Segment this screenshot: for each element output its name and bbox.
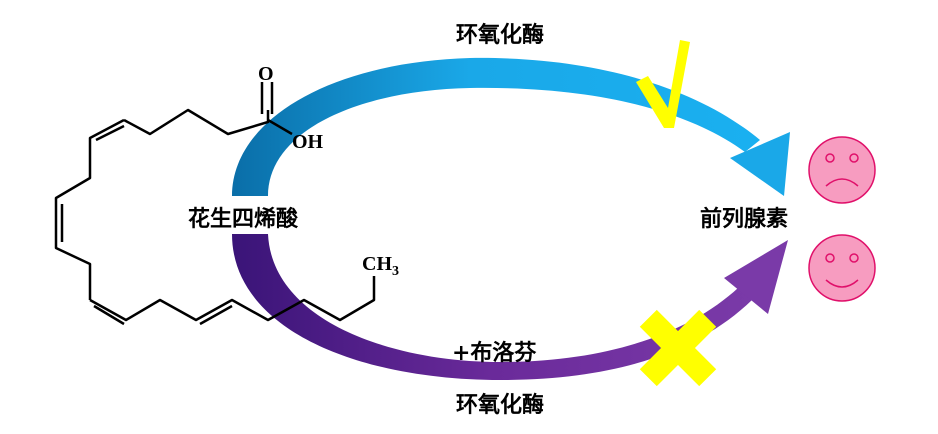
bottom-enzyme-label: 环氧化酶 <box>456 392 544 418</box>
methyl-label: CH3 <box>362 253 399 279</box>
methyl-c-label: CH <box>362 253 392 275</box>
hydroxyl-label: OH <box>292 131 324 153</box>
check-mark <box>636 40 690 128</box>
cox-arrow-top <box>232 57 760 197</box>
happy-face-icon <box>808 234 876 302</box>
cox-arrow-bottom-head <box>724 240 788 314</box>
prostaglandin-label: 前列腺素 <box>700 206 788 232</box>
cox-arrow-bottom <box>232 234 752 380</box>
arachidonic-acid-structure <box>54 82 376 326</box>
cross-mark <box>639 309 717 387</box>
cox-arrow-top-head <box>730 132 790 196</box>
arachidonic-acid-label: 花生四烯酸 <box>188 206 299 232</box>
sad-face-icon <box>808 136 876 204</box>
methyl-subscript: 3 <box>392 264 399 279</box>
ibuprofen-label: +布洛芬 <box>452 340 537 366</box>
top-enzyme-label: 环氧化酶 <box>456 22 544 48</box>
carbonyl-oxygen-label: O <box>258 63 274 85</box>
